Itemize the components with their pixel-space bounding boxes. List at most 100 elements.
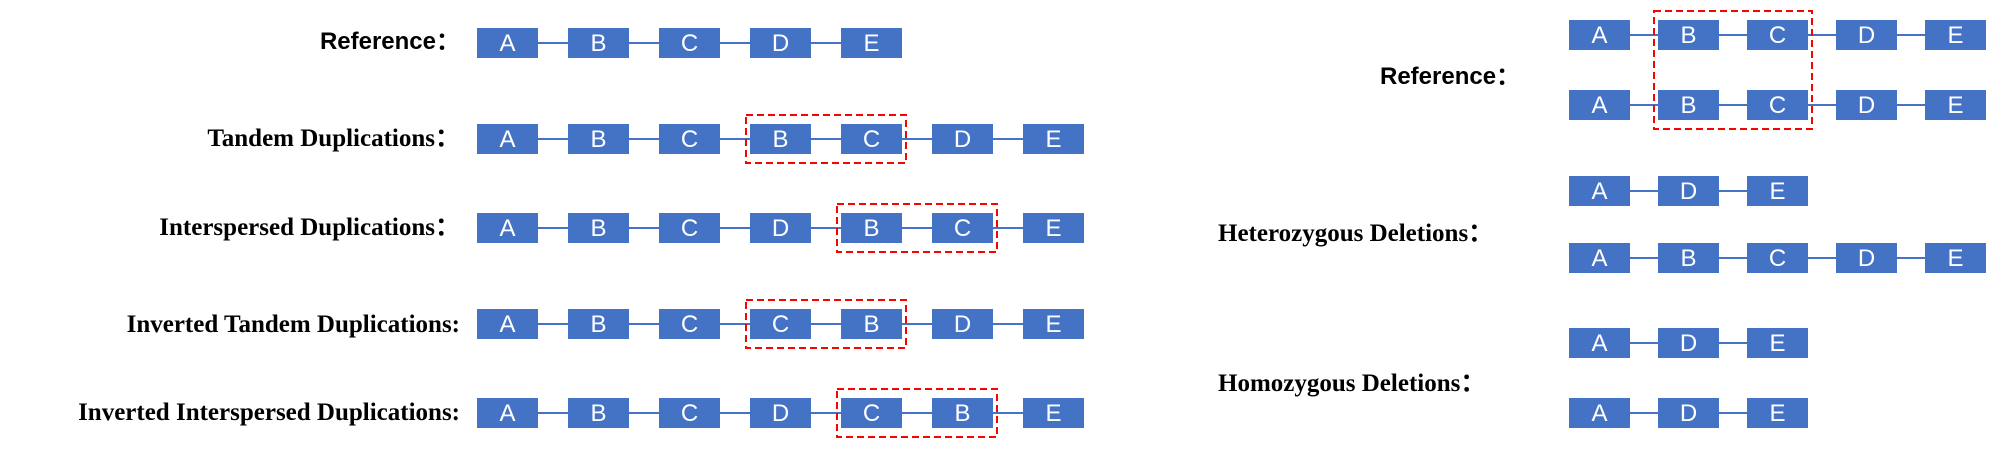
right-label-homozygous-deletions: Homozygous Deletions： [1218,370,1486,397]
right-group-2-strand-2-segment-label: A [1591,245,1607,272]
left-row-5-segment-label: E [1045,400,1061,427]
left-label-interspersed-duplications: Interspersed Duplications： [159,214,460,241]
left-row-2-segment-box [750,124,811,154]
left-row-3-segment-label: C [681,215,698,242]
left-row-4-segment-box [841,309,902,339]
right-group-1-strand-1-segment-label: B [1680,22,1696,49]
left-row-4-segment-box [568,309,629,339]
left-row-3-segment-label: E [1045,215,1061,242]
right-group-1-strand-1-segment-box [1925,20,1986,50]
right-group-3-strand-2-segment-box [1569,398,1630,428]
left-row-3-segment-label: A [499,215,515,242]
right-group-1-highlight-box [1653,10,1813,130]
right-label-heterozygous-deletions: Heterozygous Deletions： [1218,220,1494,247]
left-label-inverted-tandem-duplications: Inverted Tandem Duplications: [126,311,460,338]
right-group-1-strand-1-segment-label: C [1769,22,1786,49]
left-row-4-segment-label: C [772,311,789,338]
left-row-4-segment-label: D [954,311,971,338]
right-group-1-strand-2-segment-box [1569,90,1630,120]
left-row-2-highlight-box [745,114,907,164]
left-row-1-segment-box [841,28,902,58]
right-group-2-strand-2-segment-label: C [1769,245,1786,272]
right-group-1-strand-2-segment-box [1925,90,1986,120]
right-group-2-strand-2-segment-box [1747,243,1808,273]
left-row-5-segment-box [841,398,902,428]
right-group-2-strand-2-segment-label: D [1858,245,1875,272]
left-row-3-segment-label: B [590,215,606,242]
left-row-1-segment-box [659,28,720,58]
left-row-1-segment-box [477,28,538,58]
left-row-3-segment-box [568,213,629,243]
right-group-3-strand-2-segment-label: A [1591,400,1607,427]
left-row-1-segment-label: E [863,30,879,57]
right-group-1-strand-1-segment-label: D [1858,22,1875,49]
left-row-3-segment-box [659,213,720,243]
left-row-4-highlight-box [745,299,907,349]
left-row-4-segment-box [1023,309,1084,339]
left-row-5-segment-box [1023,398,1084,428]
right-group-3-strand-2-segment-label: E [1769,400,1785,427]
left-row-2-segment-label: C [681,126,698,153]
left-row-3-segment-box [932,213,993,243]
right-group-1-strand-2-segment-label: C [1769,92,1786,119]
left-row-1-segment-label: D [772,30,789,57]
left-row-2-segment-box [568,124,629,154]
left-row-4-segment-label: B [863,311,879,338]
right-group-3-strand-2-segment-box [1658,398,1719,428]
left-row-5-segment-box [568,398,629,428]
left-row-4-segment-label: E [1045,311,1061,338]
right-group-2-strand-1-segment-label: E [1769,178,1785,205]
right-group-1-strand-1-segment-label: A [1591,22,1607,49]
right-group-3-strand-1-segment-label: A [1591,330,1607,357]
left-row-2-segment-label: A [499,126,515,153]
left-row-4-segment-label: A [499,311,515,338]
left-row-2-segment-box [1023,124,1084,154]
right-group-3-strand-1-segment-box [1658,328,1719,358]
left-row-3-segment-box [750,213,811,243]
right-group-1-strand-1-segment-box [1836,20,1897,50]
left-row-4-segment-box [477,309,538,339]
left-label-tandem-duplications: Tandem Duplications： [207,125,460,152]
left-row-4-segment-box [932,309,993,339]
left-row-1-segment-box [750,28,811,58]
right-group-1-strand-1-segment-box [1658,20,1719,50]
right-group-1-strand-2-segment-box [1747,90,1808,120]
right-group-1-strand-2-segment-label: B [1680,92,1696,119]
right-group-2-strand-2-segment-label: B [1680,245,1696,272]
left-row-4-segment-label: C [681,311,698,338]
right-group-2-strand-1-segment-label: D [1680,178,1697,205]
left-row-5-segment-box [659,398,720,428]
left-row-2-segment-label: C [863,126,880,153]
right-group-2-strand-1-segment-box [1658,176,1719,206]
left-row-5-segment-label: A [499,400,515,427]
right-group-2-strand-2-segment-box [1569,243,1630,273]
right-group-1-strand-2-segment-label: A [1591,92,1607,119]
right-group-2-strand-2-segment-box [1836,243,1897,273]
left-row-2-segment-box [841,124,902,154]
right-group-1-strand-2-segment-label: D [1858,92,1875,119]
right-group-2-strand-2-segment-label: E [1947,245,1963,272]
left-row-5-segment-label: B [954,400,970,427]
right-group-2-strand-1-segment-label: A [1591,178,1607,205]
left-row-3-segment-box [841,213,902,243]
left-row-5-segment-label: C [863,400,880,427]
right-group-2-strand-2-segment-box [1925,243,1986,273]
right-group-2-strand-1-segment-box [1569,176,1630,206]
left-row-1-segment-box [568,28,629,58]
left-row-5-segment-box [477,398,538,428]
left-row-2-segment-label: E [1045,126,1061,153]
right-group-1-strand-2-segment-box [1658,90,1719,120]
right-group-1-strand-1-segment-label: E [1947,22,1963,49]
left-row-5-segment-box [932,398,993,428]
left-label-inverted-interspersed-duplications: Inverted Interspersed Duplications: [78,399,460,426]
left-row-3-segment-label: D [772,215,789,242]
left-row-4-segment-box [659,309,720,339]
left-row-3-segment-label: C [954,215,971,242]
left-row-3-highlight-box [836,203,998,253]
left-row-4-segment-label: B [590,311,606,338]
left-row-3-segment-box [1023,213,1084,243]
right-group-2-strand-2-segment-box [1658,243,1719,273]
left-row-2-segment-label: B [590,126,606,153]
left-row-5-segment-box [750,398,811,428]
